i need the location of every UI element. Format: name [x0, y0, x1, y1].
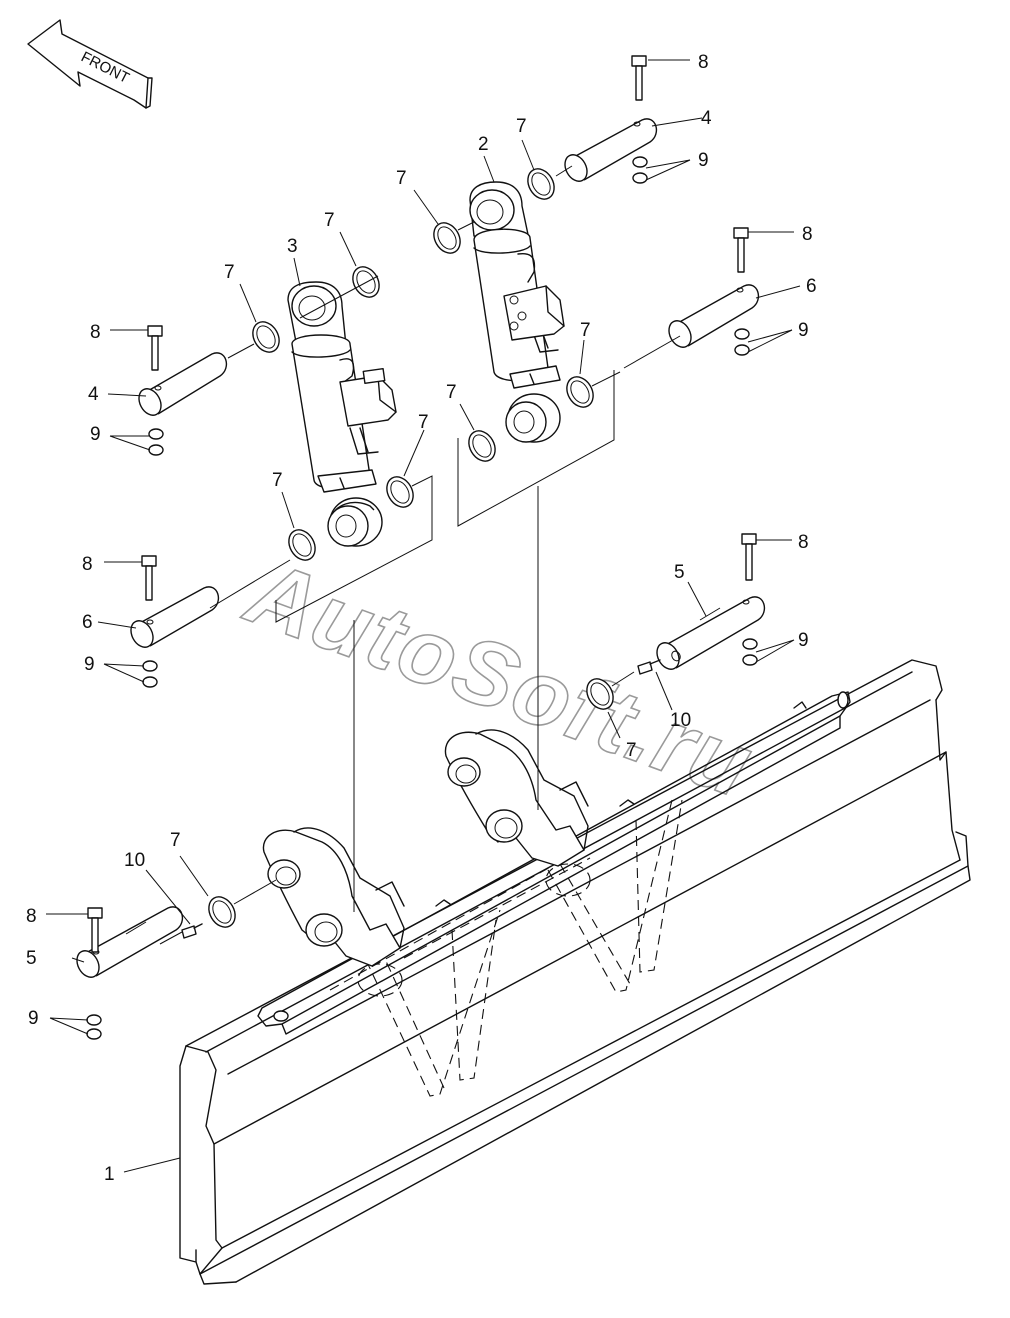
callout-9-b: 9 — [798, 320, 809, 341]
callout-8-b: 8 — [802, 224, 813, 245]
callout-leaders — [46, 59, 801, 1173]
callout-8-d: 8 — [82, 554, 93, 575]
callout-9-f: 9 — [28, 1008, 39, 1029]
front-arrow-icon: FRONT — [27, 19, 153, 109]
callout-8-c: 8 — [90, 322, 101, 343]
callout-7-i: 7 — [626, 740, 637, 761]
bolt-8-left-top — [147, 325, 163, 371]
assembly-lines — [159, 165, 681, 945]
bolt-8-top-right — [631, 55, 647, 101]
callout-8-a: 8 — [698, 52, 709, 73]
callout-7-d: 7 — [224, 262, 235, 283]
callout-7-b: 7 — [396, 168, 407, 189]
o-rings-7 — [208, 168, 614, 928]
callout-2: 2 — [478, 134, 489, 155]
callout-6-right: 6 — [806, 276, 817, 297]
nuts-9-right — [734, 328, 750, 356]
nuts-9-left-bottom — [86, 1014, 102, 1040]
grease-fitting-right — [637, 659, 661, 675]
callout-6-left: 6 — [82, 612, 93, 633]
callout-7-c: 7 — [324, 210, 335, 231]
nuts-9-left-top — [148, 428, 164, 456]
callout-3: 3 — [287, 236, 298, 257]
hydraulic-cylinder-right — [469, 181, 565, 443]
pin-6-left — [130, 586, 220, 648]
bolt-8-left-mid — [141, 555, 157, 601]
callout-9-a: 9 — [698, 150, 709, 171]
callout-10-left: 10 — [124, 850, 145, 871]
callout-7-h: 7 — [272, 470, 283, 491]
bolt-8-left-bottom — [87, 907, 103, 953]
left-cylinder-bracket — [262, 827, 405, 967]
callout-7-f: 7 — [446, 382, 457, 403]
grease-fitting-left — [181, 923, 203, 939]
callout-5-right: 5 — [674, 562, 685, 583]
callout-5-left: 5 — [26, 948, 37, 969]
pin-4-left — [138, 352, 228, 416]
callout-9-c: 9 — [90, 424, 101, 445]
nuts-9-left-mid — [142, 660, 158, 688]
nuts-9-right-lower — [742, 638, 758, 666]
callout-7-a: 7 — [516, 116, 527, 137]
callout-7-e: 7 — [580, 320, 591, 341]
callout-7-g: 7 — [418, 412, 429, 433]
pin-6-right — [668, 284, 760, 348]
right-cylinder-bracket — [444, 729, 589, 867]
pin-4-right — [564, 118, 658, 182]
callout-7-j: 7 — [170, 830, 181, 851]
callout-1: 1 — [104, 1164, 115, 1185]
nuts-9-top-right — [632, 156, 648, 184]
callout-4-left: 4 — [88, 384, 99, 405]
hydraulic-cylinder-left — [287, 281, 397, 547]
callout-10-right: 10 — [670, 710, 691, 731]
dozer-blade — [179, 659, 971, 1285]
pin-5-right — [656, 596, 766, 670]
bolt-8-right-lower — [741, 533, 757, 581]
callout-9-d: 9 — [84, 654, 95, 675]
callout-9-e: 9 — [798, 630, 809, 651]
callout-8-f: 8 — [26, 906, 37, 927]
bolt-8-right — [733, 227, 749, 273]
callout-4-right: 4 — [701, 108, 712, 129]
callout-8-e: 8 — [798, 532, 809, 553]
